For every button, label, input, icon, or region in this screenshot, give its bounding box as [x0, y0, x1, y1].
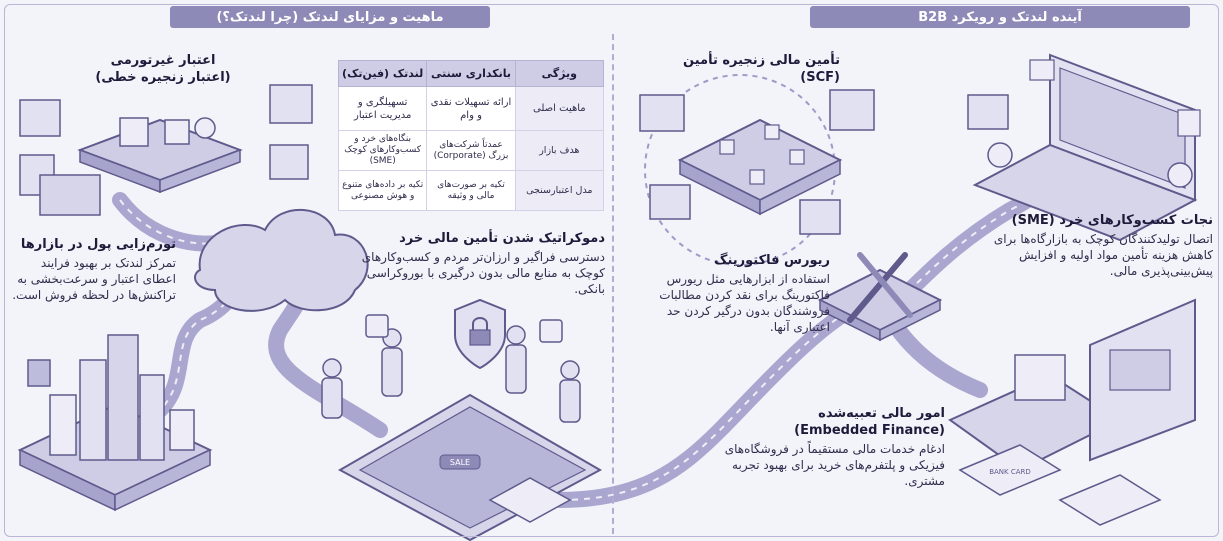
nonlinear-credit-block: اعتبار غیرتورمی (اعتبار زنجیره خطی) — [88, 52, 238, 86]
table-header-row: ویژگی بانکداری سنتی لندتک (فین‌تک) — [337, 60, 605, 87]
embedded-finance-title: امور مالی تعبیه‌شده — [818, 406, 945, 421]
banner-right: آینده لندتک و رویکرد B2B — [810, 6, 1190, 28]
inflation-title: تورم‌زایی پول در بازارها — [20, 237, 176, 252]
sale-label: SALE — [450, 458, 470, 467]
democratization-body: دسترسی فراگیر و ارزان‌تر مردم و کسب‌وکار… — [361, 250, 605, 296]
embedded-finance-subtitle: (Embedded Finance) — [794, 423, 945, 438]
embedded-finance-block: امور مالی تعبیه‌شده (Embedded Finance) ا… — [720, 405, 945, 489]
democratization-block: دموکراتیک شدن تأمین مالی خرد دسترسی فراگ… — [345, 230, 605, 297]
laptop-icon — [967, 53, 1201, 242]
lock-shield-icon — [454, 298, 506, 370]
table-cell: ماهیت اصلی — [514, 86, 605, 131]
supply-chain-platform-icon — [639, 74, 875, 266]
banner-left: ماهیت و مزایای لندتک (چرا لندتک؟) — [170, 6, 490, 28]
table-cell: تکیه بر صورت‌های مالی و وثیقه — [426, 170, 516, 211]
card-label: BANK CARD — [989, 468, 1031, 476]
democratization-title: دموکراتیک شدن تأمین مالی خرد — [399, 231, 605, 246]
nonlinear-credit-title: اعتبار غیرتورمی — [110, 53, 216, 68]
tools-platform-icon — [817, 252, 943, 342]
table-row: ماهیت اصلی ارائه تسهیلات نقدی و وام تسهی… — [337, 86, 605, 131]
cloud-icon — [194, 208, 369, 312]
payment-card-icon — [488, 477, 572, 523]
pos-terminal-icon: BANK CARD — [948, 298, 1196, 526]
nonlinear-credit-subtitle: (اعتبار زنجیره خطی) — [95, 70, 231, 85]
table-row: هدف بازار عمدتاً شرکت‌های بزرگ (Corporat… — [337, 130, 605, 171]
inflation-block: تورم‌زایی پول در بازارها تمرکز لندتک بر … — [6, 236, 176, 303]
table-header-cell: لندتک (فین‌تک) — [337, 60, 428, 87]
city-buildings-icon — [17, 334, 213, 512]
reverse-factoring-block: ریورس فاکتورینگ استفاده از ابزارهایی مثل… — [640, 252, 830, 335]
table-row: مدل اعتبارسنجی تکیه بر صورت‌های مالی و و… — [337, 170, 605, 211]
table-cell: مدل اعتبارسنجی — [514, 170, 605, 211]
sme-block: نجات کسب‌وکارهای خرد (SME) اتصال تولیدکن… — [985, 212, 1213, 279]
reverse-factoring-title: ریورس فاکتورینگ — [714, 253, 830, 268]
table-cell: ارائه تسهیلات نقدی و وام — [426, 86, 516, 131]
table-header-cell: ویژگی — [514, 60, 605, 87]
grid-app-icon — [365, 314, 389, 338]
section-divider — [612, 34, 614, 534]
table-header-cell: بانکداری سنتی — [426, 60, 516, 87]
table-cell: تسهیلگری و مدیریت اعتبار — [337, 86, 428, 131]
scf-title: تأمین مالی زنجیره تأمین (SCF) — [683, 53, 840, 85]
comparison-table: ویژگی بانکداری سنتی لندتک (فین‌تک) ماهیت… — [337, 60, 605, 211]
reverse-factoring-body: استفاده از ابزارهایی مثل ریورس فاکتورینگ… — [659, 272, 830, 334]
cart-app-icon — [539, 319, 563, 343]
sme-title: نجات کسب‌وکارهای خرد (SME) — [1011, 213, 1213, 228]
outer-frame — [4, 4, 1219, 537]
scf-block: تأمین مالی زنجیره تأمین (SCF) — [640, 52, 840, 86]
inflation-body: تمرکز لندتک بر بهبود فرایند اعطای اعتبار… — [12, 256, 176, 302]
table-cell: عمدتاً شرکت‌های بزرگ (Corporate) — [426, 130, 516, 171]
table-cell: تکیه بر داده‌های متنوع و هوش مصنوعی — [337, 170, 428, 211]
marketplace-platform-icon — [19, 84, 313, 216]
sme-body: اتصال تولیدکنندگان کوچک به بازارگاه‌ها ب… — [993, 232, 1213, 278]
embedded-finance-body: ادغام خدمات مالی مستقیماً در فروشگاه‌های… — [724, 442, 945, 488]
table-cell: بنگاه‌های خرد و کسب‌وکارهای کوچک (SME) — [337, 130, 428, 171]
people-icon — [321, 325, 581, 423]
table-cell: هدف بازار — [514, 130, 605, 171]
